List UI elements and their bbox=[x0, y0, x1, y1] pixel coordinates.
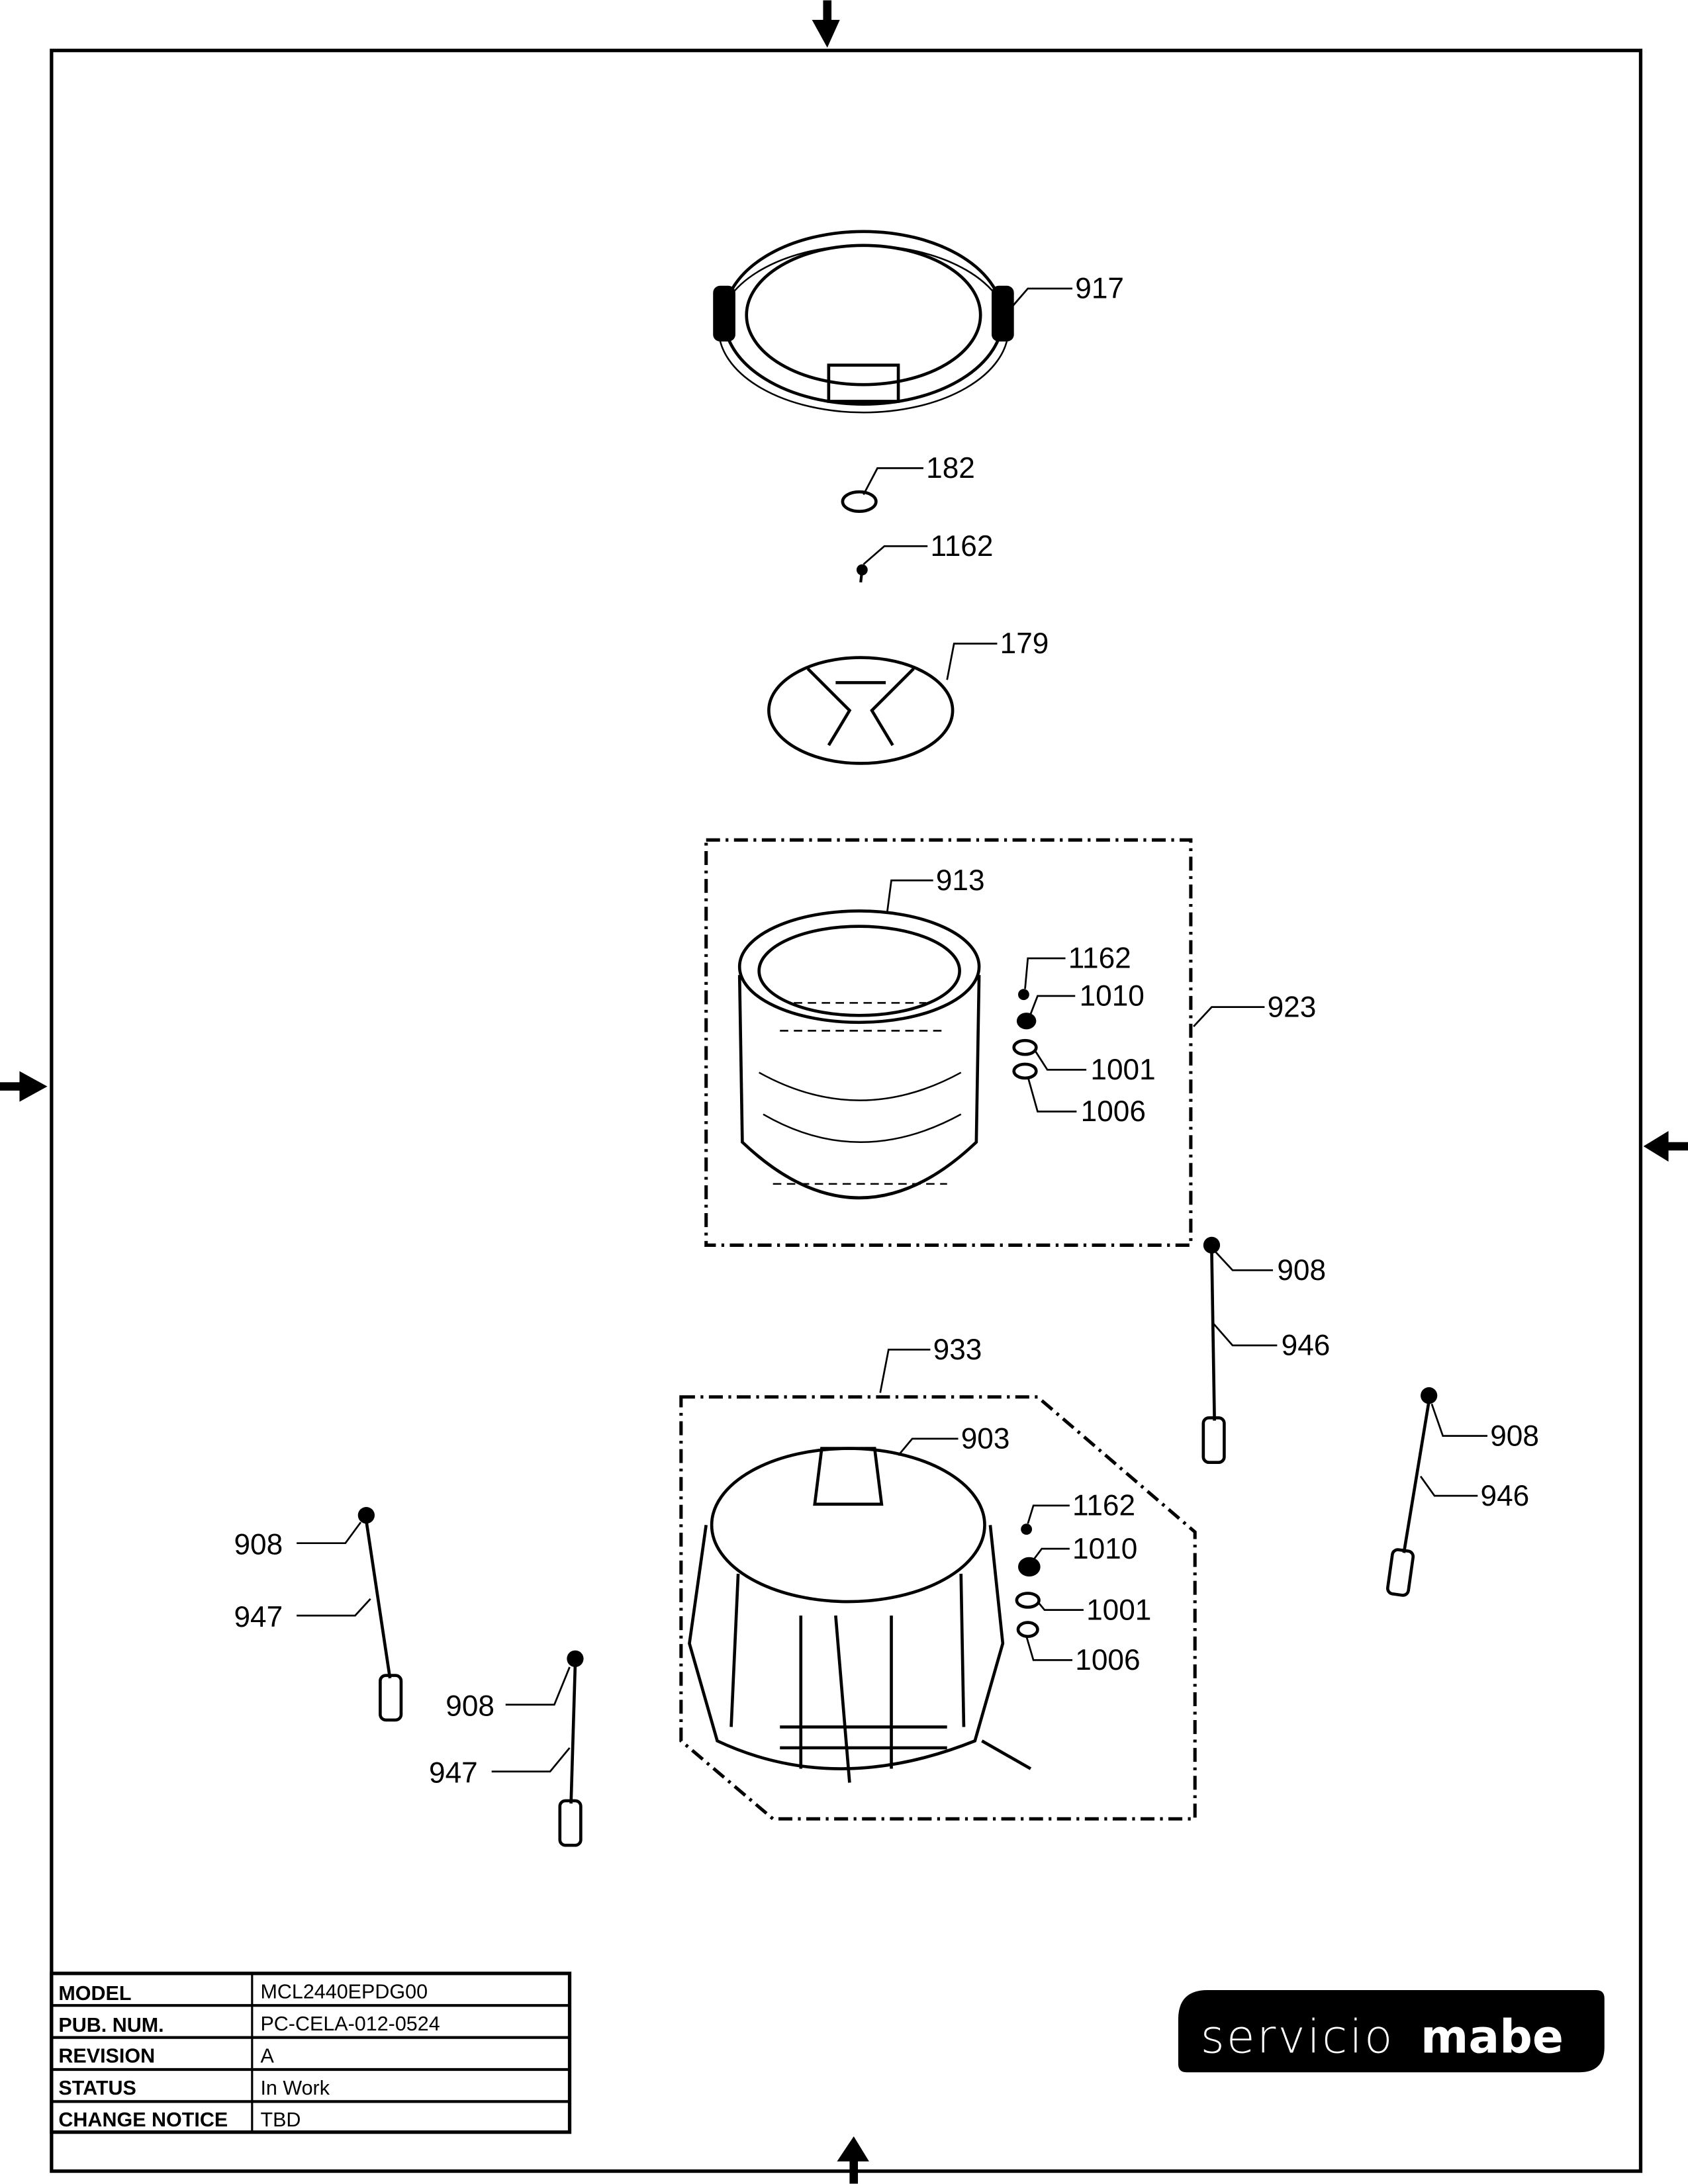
centering-arrow-right-icon bbox=[1643, 1130, 1688, 1162]
part-suspension-rod-947-c[interactable] bbox=[357, 1506, 403, 1722]
callout-908: 908 bbox=[1490, 1420, 1539, 1452]
callout-1010: 1010 bbox=[1072, 1533, 1137, 1565]
callout-947: 947 bbox=[234, 1601, 283, 1633]
callout-908: 908 bbox=[445, 1690, 494, 1723]
title-block-label: STATUS bbox=[58, 2077, 136, 2099]
part-1162-screw[interactable] bbox=[856, 564, 868, 583]
callout-182: 182 bbox=[926, 452, 975, 484]
callout-179: 179 bbox=[1000, 627, 1049, 660]
title-block-label: CHANGE NOTICE bbox=[58, 2109, 228, 2131]
part-suspension-rod-947-d[interactable] bbox=[558, 1650, 584, 1847]
callout-933: 933 bbox=[933, 1334, 982, 1366]
logo-text-light: servicio bbox=[1201, 2011, 1395, 2064]
part-suspension-rod-946-b[interactable] bbox=[1385, 1387, 1438, 1597]
callout-946: 946 bbox=[1481, 1480, 1530, 1512]
title-block-value: TBD bbox=[260, 2109, 301, 2131]
callout-1162: 1162 bbox=[930, 530, 993, 563]
title-block-value: A bbox=[260, 2044, 274, 2067]
centering-arrow-bottom-icon bbox=[837, 2136, 869, 2184]
title-block-value: In Work bbox=[260, 2077, 330, 2099]
part-913-basket[interactable] bbox=[737, 909, 981, 1200]
title-block-value: MCL2440EPDG00 bbox=[260, 1981, 428, 2003]
callout-908: 908 bbox=[1277, 1254, 1326, 1287]
title-block-label: REVISION bbox=[58, 2044, 155, 2067]
callout-1006: 1006 bbox=[1081, 1095, 1146, 1128]
part-suspension-rod-946-a[interactable] bbox=[1201, 1236, 1226, 1464]
callout-leaders bbox=[297, 287, 1488, 1773]
callout-1162: 1162 bbox=[1072, 1490, 1135, 1522]
logo-text-bold: mabe bbox=[1421, 2011, 1564, 2064]
callout-947: 947 bbox=[429, 1757, 478, 1790]
centering-arrow-left-icon bbox=[0, 1071, 48, 1102]
part-179-impeller[interactable] bbox=[767, 656, 955, 765]
drawing-border bbox=[50, 48, 1643, 2173]
callout-1010: 1010 bbox=[1080, 980, 1145, 1013]
title-block-label: MODEL bbox=[58, 1982, 131, 2005]
callout-913: 913 bbox=[936, 864, 985, 897]
part-tub-hardware[interactable] bbox=[1015, 1524, 1041, 1638]
part-903-outer-tub[interactable] bbox=[688, 1447, 1032, 1783]
title-block-label: PUB. NUM. bbox=[58, 2014, 164, 2036]
callout-923: 923 bbox=[1268, 991, 1317, 1023]
callout-1006: 1006 bbox=[1075, 1644, 1140, 1676]
callout-1001: 1001 bbox=[1086, 1594, 1151, 1626]
callout-1001: 1001 bbox=[1090, 1054, 1155, 1086]
callout-917: 917 bbox=[1075, 273, 1124, 305]
title-block-value: PC-CELA-012-0524 bbox=[260, 2013, 440, 2035]
title-block: MODEL MCL2440EPDG00 PUB. NUM. PC-CELA-01… bbox=[50, 1972, 572, 2134]
callout-946: 946 bbox=[1282, 1330, 1331, 1362]
assembly-923-boundary bbox=[704, 838, 1193, 1247]
assembly-933-boundary bbox=[679, 1395, 1197, 1821]
part-basket-hardware[interactable] bbox=[1012, 989, 1038, 1080]
centering-arrow-top-icon bbox=[812, 0, 840, 48]
callout-903: 903 bbox=[961, 1423, 1010, 1455]
callout-908: 908 bbox=[234, 1529, 283, 1561]
callout-1162: 1162 bbox=[1068, 942, 1131, 975]
part-917-ring[interactable] bbox=[713, 230, 1014, 414]
servicio-mabe-logo: servicio mabe bbox=[1178, 1990, 1605, 2073]
part-182[interactable] bbox=[841, 490, 878, 513]
